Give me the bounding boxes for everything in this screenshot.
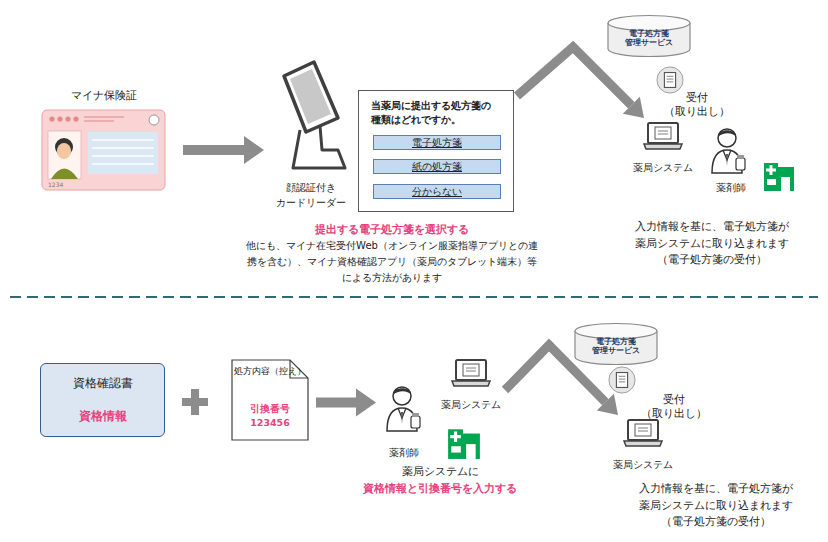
- card-dot: [73, 116, 78, 121]
- arrow-head: [623, 97, 644, 118]
- card-emblem: [149, 115, 159, 125]
- note-text: 入力情報を基に、電子処方箋が 薬局システムに取り込まれます （電子処方箋の受付）: [626, 480, 806, 530]
- node-text: 処方内容（控え）: [234, 366, 306, 377]
- highlight-text: 提出する電子処方箋を選択する: [292, 222, 492, 237]
- step-label: 受付 （取り出し）: [662, 90, 732, 118]
- pharmacy-building: [448, 429, 480, 459]
- arrow-head: [597, 394, 618, 415]
- plus-sign: [182, 389, 208, 415]
- node-text: 資格情報: [41, 409, 164, 425]
- pharmacy-system: 薬局システム: [630, 118, 696, 174]
- choice-button: 紙の処方箋: [373, 159, 501, 174]
- node-text: 紙の処方箋: [374, 160, 500, 173]
- card-reader: 顔認証付き カードリーダー: [268, 58, 354, 210]
- note-text: 入力情報を基に、電子処方箋が 薬局システムに取り込まれます （電子処方箋の受付）: [622, 218, 802, 268]
- card-dot: [65, 116, 70, 121]
- pharmacist: 薬剤師: [705, 122, 757, 194]
- reader-screen: [290, 69, 331, 124]
- document-icon: [657, 67, 683, 93]
- qualification-box: 資格確認書資格情報: [40, 363, 165, 437]
- card-person-face: [57, 143, 71, 159]
- node-text: 1234: [48, 181, 63, 189]
- choice-button: 分からない: [373, 184, 501, 199]
- section-divider: [10, 296, 818, 298]
- laptop-icon: [452, 360, 490, 386]
- reader-stand: [293, 126, 345, 168]
- card-dot: [57, 116, 62, 121]
- node-text: 薬剤師: [705, 181, 757, 195]
- database-cylinder: [608, 16, 690, 57]
- card-info-lines: [92, 140, 154, 164]
- laptop-icon: [624, 420, 662, 446]
- arrow-shape: [183, 136, 264, 164]
- database-node: 電子処方箋 管理サービス: [573, 322, 659, 366]
- card-person-body: [51, 169, 78, 180]
- card-photo: [48, 131, 81, 179]
- node-text: 資格確認書: [41, 376, 164, 392]
- flow-arrow: [517, 47, 644, 118]
- prescription-document: 処方内容（控え） 引換番号123456: [232, 360, 308, 440]
- pharmacist-icon: [712, 129, 745, 173]
- pharmacist-icon: [387, 387, 420, 431]
- pharmacy-system: 薬局システム: [612, 415, 674, 471]
- node-text: 123456: [232, 417, 308, 430]
- node-text: 薬剤師: [380, 446, 428, 460]
- reader-body: [284, 62, 338, 132]
- pharmacist: 薬剤師: [380, 365, 428, 459]
- flow-arrow: [183, 136, 264, 164]
- flow-arrow: [316, 389, 376, 417]
- document-icon: [609, 367, 635, 393]
- card-dot: [49, 116, 54, 121]
- flow-arrow: [505, 345, 618, 415]
- node-text: 薬局システム: [630, 161, 696, 175]
- document-shape: [232, 360, 308, 440]
- laptop-icon: [644, 123, 682, 149]
- node-text: 電子処方箋: [374, 136, 500, 149]
- health-card: マイナ保険証1234: [42, 110, 165, 190]
- node-text: 電子処方箋 管理サービス: [619, 29, 679, 48]
- note-text: 薬局システムに: [360, 464, 520, 480]
- card-shape: [42, 110, 165, 190]
- screen-box: 当薬局に提出する処方箋の 種類はどれですか。電子処方箋紙の処方箋分からない: [358, 90, 514, 212]
- pharmacy-building: [764, 163, 794, 191]
- database-cylinder: [575, 324, 657, 365]
- highlight-text: 資格情報と引換番号を入力する: [340, 481, 540, 497]
- node-text: 電子処方箋 管理サービス: [586, 337, 646, 356]
- choice-button: 電子処方箋: [373, 135, 501, 150]
- node-text: 薬局システム: [440, 398, 502, 412]
- node-text: 引換番号: [232, 403, 308, 416]
- card-info: [88, 132, 158, 174]
- node-text: 分からない: [374, 185, 500, 198]
- node-text: 薬局システム: [612, 458, 674, 472]
- database-node: 電子処方箋 管理サービス: [606, 14, 692, 58]
- node-text: 顔認証付き カードリーダー: [268, 181, 354, 210]
- arrow-line: [517, 47, 631, 105]
- note-text: 他にも、マイナ在宅受付Web（オンライン服薬指導アプリとの連 携を含む）、マイナ…: [242, 238, 542, 286]
- pharmacy-system: 薬局システム: [440, 355, 502, 411]
- node-text: 当薬局に提出する処方箋の 種類はどれですか。: [371, 99, 507, 126]
- card-lines: [84, 117, 124, 121]
- arrow-shape: [316, 389, 376, 417]
- step-label: 受付 （取り出し）: [639, 392, 709, 420]
- arrow-line: [505, 345, 605, 402]
- node-text: マイナ保険証: [42, 89, 165, 104]
